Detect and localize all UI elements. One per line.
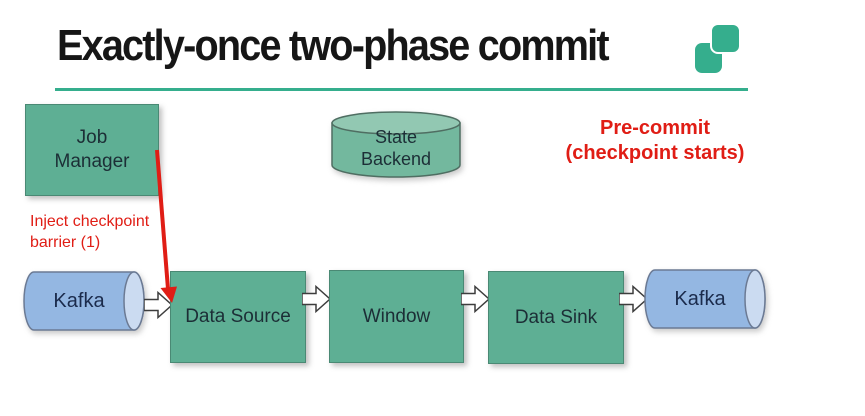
pre-commit-line2: (checkpoint starts) [565,142,745,164]
title-underline [55,88,748,91]
job-manager-line2: Manager [54,151,130,172]
node-data-source: Data Source [170,271,306,363]
page-title: Exactly-once two-phase commit [57,21,610,70]
node-job-manager: Job Manager [25,104,159,196]
logo-front-square [710,23,741,54]
flow-arrow-icon [461,284,490,314]
data-sink-label: Data Sink [514,306,598,328]
node-kafka-sink-cylinder [644,269,766,329]
kafka-sink-label: Kafka [674,288,726,310]
kafka-source-label: Kafka [53,290,105,312]
state-backend-top [331,111,461,135]
inject-barrier-note: Inject checkpoint barrier (1) [30,211,149,253]
pre-commit-line1: Pre-commit [599,117,711,139]
flow-arrow-icon [619,284,648,314]
node-state-backend-cylinder [331,111,461,178]
flow-arrow-icon [144,290,173,320]
window-label: Window [362,305,431,327]
state-backend-line2: Backend [360,149,432,169]
pre-commit-note: Pre-commit (checkpoint starts) [545,116,765,166]
flow-arrow-shape [619,284,648,314]
node-window: Window [329,270,464,363]
kafka-sink-cap [744,269,766,329]
inject-line2: barrier (1) [30,234,101,251]
data-source-label: Data Source [185,306,291,327]
job-manager-line1: Job [76,127,108,148]
state-backend-line1: State [374,127,418,147]
state-backend-body [331,122,461,178]
job-manager-label: Job Manager [55,126,130,174]
node-data-sink: Data Sink [488,271,624,364]
squares-logo-icon [693,23,745,77]
flow-arrow-shape [144,290,173,320]
flow-arrow-shape [302,284,331,314]
node-kafka-source-cylinder [23,271,145,331]
state-backend-label: State Backend [330,124,462,172]
inject-line1: Inject checkpoint [30,213,150,230]
flow-arrow-shape [461,284,490,314]
flow-arrow-icon [302,284,331,314]
